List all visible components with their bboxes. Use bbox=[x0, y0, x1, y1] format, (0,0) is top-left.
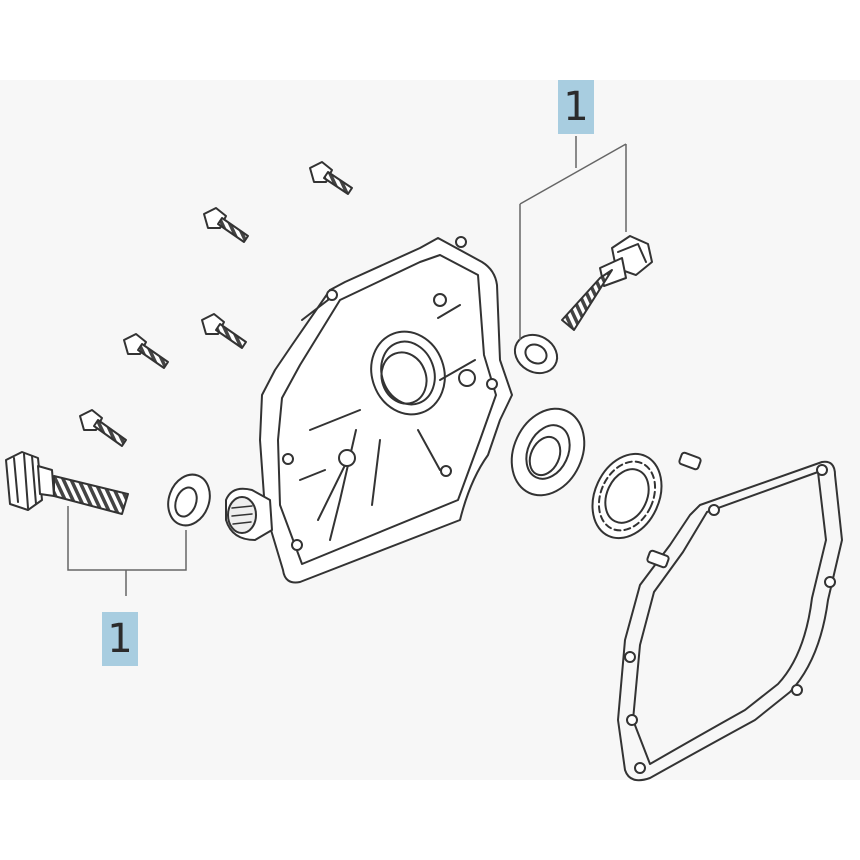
oil-seal bbox=[510, 407, 586, 497]
ball-bearing bbox=[591, 452, 663, 540]
flange-bolt bbox=[123, 333, 169, 369]
flange-bolt bbox=[203, 207, 249, 243]
callout-label: 1 bbox=[102, 612, 138, 666]
oil-filler-plug-left bbox=[5, 451, 129, 515]
leader-line-top bbox=[519, 136, 627, 340]
flange-bolt bbox=[201, 313, 247, 349]
flange-bolt bbox=[309, 161, 353, 195]
callout-label: 1 bbox=[558, 80, 594, 134]
crankcase-cover bbox=[225, 236, 513, 584]
o-ring-left bbox=[167, 473, 211, 527]
oil-filler-plug-top bbox=[561, 235, 653, 331]
o-ring-top bbox=[513, 333, 559, 375]
flange-bolt bbox=[79, 409, 127, 447]
leader-line-bottom bbox=[67, 506, 187, 596]
dowel-pin bbox=[646, 451, 702, 569]
crankcase-gasket bbox=[617, 460, 843, 782]
